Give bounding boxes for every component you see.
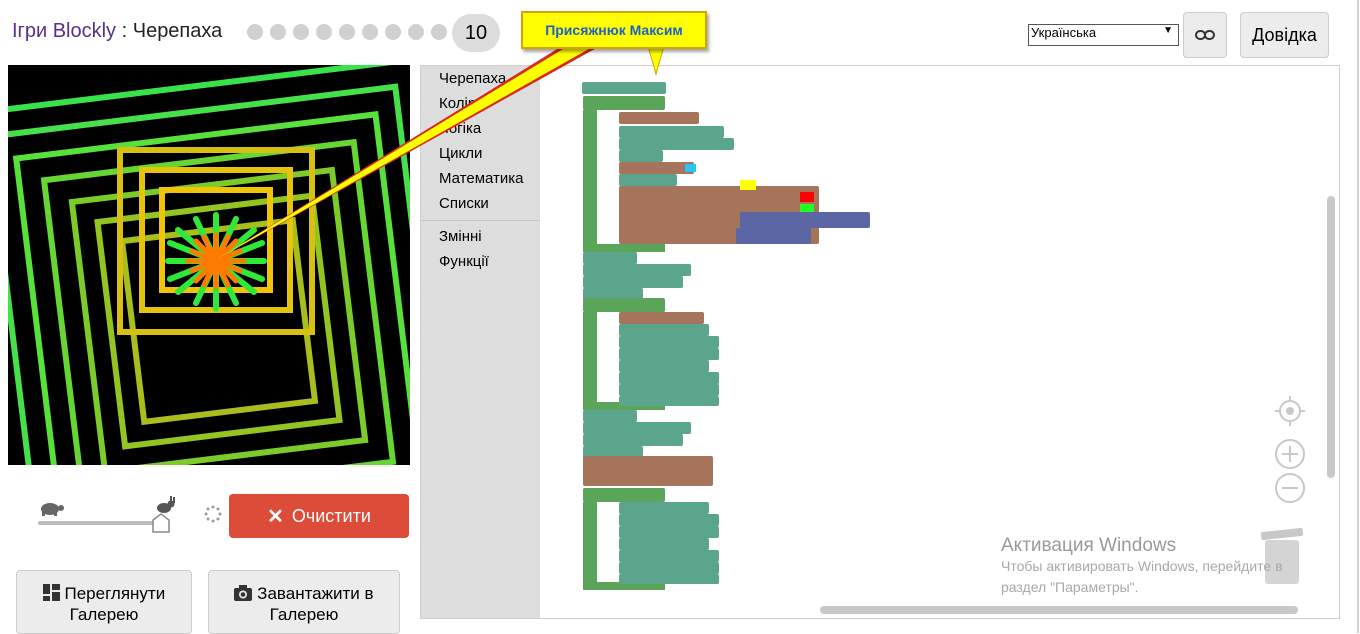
level-dot[interactable]: [316, 24, 332, 40]
category-variables[interactable]: Змінні: [439, 228, 482, 245]
upload-gallery-button[interactable]: Завантажити в Галерею: [208, 570, 400, 634]
link-button[interactable]: [1183, 12, 1227, 58]
category-math[interactable]: Математика: [439, 170, 524, 187]
activation-watermark-title: Активация Windows: [1001, 535, 1177, 556]
page-title: Ігри Blockly : Черепаха: [12, 20, 222, 43]
level-dot[interactable]: [270, 24, 286, 40]
recenter-icon[interactable]: [1273, 394, 1307, 428]
rabbit-icon: [157, 496, 175, 513]
level-dot[interactable]: [247, 24, 263, 40]
close-icon: ✕: [267, 505, 284, 528]
upload-gallery-label-1: Завантажити в: [257, 584, 374, 603]
language-select[interactable]: Українська ▼: [1028, 24, 1179, 46]
link-icon: [1195, 30, 1215, 40]
category-turtle[interactable]: Черепаха: [439, 70, 507, 87]
callout-pointer: [212, 45, 665, 262]
view-gallery-label-2: Галерею: [69, 605, 139, 624]
scroll-edge: [1357, 0, 1359, 633]
horizontal-scrollbar[interactable]: [820, 606, 1298, 614]
blockly-workspace[interactable]: [540, 66, 1340, 619]
language-selected: Українська: [1031, 25, 1097, 40]
activation-watermark-line2: раздел "Параметры".: [1001, 579, 1139, 595]
program-stack: [582, 82, 870, 590]
trash-icon[interactable]: [1259, 526, 1305, 586]
title-separator: :: [116, 20, 133, 42]
help-button[interactable]: Довідка: [1240, 12, 1329, 58]
activation-watermark-line1: Чтобы активировать Windows, перейдите в: [1001, 558, 1283, 574]
view-gallery-button[interactable]: Переглянути Галерею: [16, 570, 192, 634]
code-blocks: [582, 82, 870, 590]
gallery-icon: [42, 584, 60, 601]
level-dot[interactable]: [339, 24, 355, 40]
speed-slider-track[interactable]: [38, 521, 164, 525]
turtle-canvas: [8, 65, 410, 465]
camera-icon: [234, 585, 253, 601]
upload-gallery-label-2: Галерею: [269, 605, 339, 624]
game-name: Черепаха: [132, 20, 223, 42]
turtle-drawing: [8, 65, 410, 465]
level-dot[interactable]: [431, 24, 447, 40]
level-dot[interactable]: [293, 24, 309, 40]
toolbox-separator: [421, 220, 540, 221]
level-dot[interactable]: [385, 24, 401, 40]
brand-link[interactable]: Ігри Blockly: [12, 20, 117, 42]
turtle-icon: [41, 503, 64, 516]
view-gallery-label-1: Переглянути: [64, 584, 166, 603]
vertical-scrollbar[interactable]: [1327, 196, 1335, 478]
spinner-icon: [204, 505, 222, 523]
category-loops[interactable]: Цикли: [439, 145, 483, 162]
author-callout: Присяжнюк Максим: [521, 11, 707, 49]
toolbox: Черепаха Колір Логіка Цикли Математика С…: [421, 66, 540, 619]
category-lists[interactable]: Списки: [439, 195, 489, 212]
level-dot[interactable]: [362, 24, 378, 40]
current-level-badge[interactable]: 10: [452, 14, 500, 52]
clear-button[interactable]: ✕ Очистити: [229, 494, 409, 538]
level-dot[interactable]: [408, 24, 424, 40]
clear-label: Очистити: [291, 505, 371, 526]
speed-slider-handle[interactable]: [152, 513, 170, 533]
category-functions[interactable]: Функції: [439, 253, 489, 270]
chevron-down-icon: ▼: [1163, 25, 1173, 36]
zoom-out-icon[interactable]: [1273, 471, 1307, 505]
zoom-in-icon[interactable]: [1273, 437, 1307, 471]
